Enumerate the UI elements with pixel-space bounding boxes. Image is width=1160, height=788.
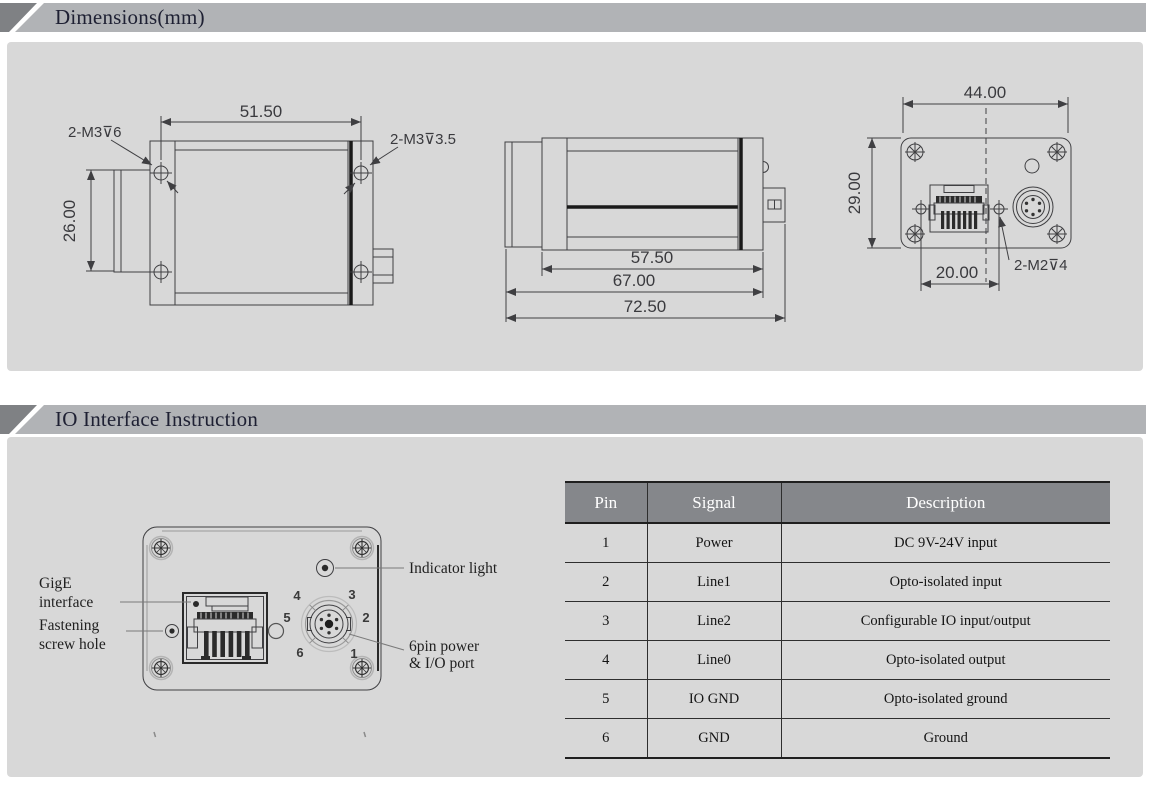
dim-29-00: 29.00 — [845, 137, 901, 249]
description-cell: Opto-isolated output — [781, 640, 1110, 680]
table-header-row: Pin Signal Description — [565, 481, 1110, 524]
front-screw-label: 2-M3⊽6 — [68, 124, 122, 141]
gige-label-line2: interface — [39, 594, 93, 611]
rear-screw-label: 2-M3⊽3.5 — [390, 131, 456, 148]
description-cell: DC 9V-24V input — [781, 523, 1110, 563]
sixpin-label-line1: 6pin power — [409, 638, 480, 655]
signal-cell: Line2 — [647, 601, 782, 641]
dim-total-length-text: 72.50 — [624, 297, 667, 316]
dim-hole-offset-text: 20.00 — [936, 263, 979, 282]
dim-51-50: 51.50 — [160, 102, 362, 160]
dimensions-panel: 51.50 26.00 2-M3⊽6 2-M3⊽3.5 — [7, 42, 1143, 371]
stray-mark — [363, 731, 367, 738]
callout-m2-screws: 2-M2⊽4 — [998, 216, 1068, 274]
pin-number-labels: 4 3 5 2 6 1 — [283, 587, 369, 661]
power-connector-icon — [1012, 186, 1054, 228]
dim-rear-height-text: 29.00 — [845, 172, 864, 215]
sixpin-label-line2: & I/O port — [409, 655, 475, 672]
fastening-label-line1: Fastening — [39, 617, 100, 634]
signal-cell: IO GND — [647, 679, 782, 719]
pin-number-2: 2 — [362, 610, 369, 625]
pin-definition-table: Pin Signal Description 1 Power DC 9V-24V… — [565, 481, 1110, 759]
camera-side-view: 51.50 26.00 2-M3⊽6 2-M3⊽3.5 — [60, 102, 456, 306]
dim-72-50: 72.50 — [506, 224, 786, 322]
signal-cell: GND — [647, 718, 782, 759]
camera-top-view: 57.50 67.00 72.50 — [504, 137, 786, 322]
ethernet-port — [928, 184, 990, 233]
col-header-pin: Pin — [565, 481, 648, 524]
dim-44-00: 44.00 — [902, 83, 1069, 133]
col-header-signal: Signal — [647, 481, 782, 524]
indicator-light-icon — [316, 559, 334, 577]
dim-rear-width-text: 44.00 — [964, 83, 1007, 102]
description-cell: Ground — [781, 718, 1110, 759]
description-cell: Opto-isolated input — [781, 562, 1110, 602]
signal-cell: Power — [647, 523, 782, 563]
m2-screw-label: 2-M2⊽4 — [1014, 257, 1068, 274]
camera-rear-view: 44.00 29.00 20.00 2-M2⊽4 — [845, 83, 1072, 291]
dim-57-50: 57.50 — [541, 248, 764, 298]
table-row: 1 Power DC 9V-24V input — [565, 523, 1110, 563]
io-section-title: IO Interface Instruction — [55, 407, 259, 431]
callout-rear-screws: 2-M3⊽3.5 — [343, 131, 456, 195]
description-cell: Configurable IO input/output — [781, 601, 1110, 641]
screw-hole-icon — [267, 622, 285, 640]
pin-number-6: 6 — [296, 645, 303, 660]
fastening-hole-icon — [989, 199, 1009, 219]
dimensions-section-header: Dimensions(mm) — [0, 3, 1146, 32]
indicator-light-icon — [1024, 158, 1040, 174]
fastening-label-line2: screw hole — [39, 636, 106, 653]
dim-mid-length-text: 67.00 — [613, 271, 656, 290]
pin-cell: 5 — [565, 679, 648, 719]
dim-body-length-text: 57.50 — [631, 248, 674, 267]
thumb-screw-bump — [762, 161, 769, 173]
side-connector — [762, 187, 786, 223]
gige-ethernet-port — [182, 592, 268, 664]
dim-body-width-text: 51.50 — [240, 102, 283, 121]
pin-cell: 4 — [565, 640, 648, 680]
table-row: 4 Line0 Opto-isolated output — [565, 640, 1110, 680]
pin-cell: 6 — [565, 718, 648, 759]
gige-label-line1: GigE — [39, 575, 72, 592]
header-bar-background — [15, 405, 1146, 434]
sixpin-connector-icon — [300, 595, 358, 653]
table-row: 2 Line1 Opto-isolated input — [565, 562, 1110, 602]
pin-cell: 2 — [565, 562, 648, 602]
callout-front-screws: 2-M3⊽6 — [68, 124, 179, 194]
sixpin-leader-line — [348, 633, 405, 651]
pin-number-1: 1 — [350, 646, 357, 661]
io-section-header: IO Interface Instruction — [0, 405, 1146, 434]
fastening-hole-icon — [911, 199, 931, 219]
pin-number-4: 4 — [293, 588, 301, 603]
io-diagram-labels: GigE interface Fastening screw hole Indi… — [39, 560, 498, 672]
dimensions-section-title: Dimensions(mm) — [55, 5, 205, 29]
indicator-label: Indicator light — [409, 560, 498, 577]
dimension-drawings: 51.50 26.00 2-M3⊽6 2-M3⊽3.5 — [60, 83, 1072, 322]
rear-panel-body — [142, 526, 382, 691]
pin-cell: 3 — [565, 601, 648, 641]
dim-20-00: 20.00 — [920, 216, 1000, 291]
dim-67-00: 67.00 — [505, 249, 763, 322]
mount-screw-icon — [149, 161, 373, 284]
col-header-description: Description — [781, 481, 1110, 524]
pin-number-5: 5 — [283, 610, 290, 625]
signal-cell: Line0 — [647, 640, 782, 680]
pin-number-3: 3 — [348, 587, 355, 602]
table-row: 5 IO GND Opto-isolated ground — [565, 679, 1110, 719]
table-row: 3 Line2 Configurable IO input/output — [565, 601, 1110, 641]
table-row: 6 GND Ground — [565, 718, 1110, 759]
stray-mark — [153, 731, 157, 738]
dim-26-00: 26.00 — [60, 169, 114, 272]
pin-cell: 1 — [565, 523, 648, 563]
dim-lens-height-text: 26.00 — [60, 200, 79, 243]
fastening-screw-hole-icon — [165, 624, 179, 638]
io-rear-panel-diagram: 4 3 5 2 6 1 GigE interface Fastening scr… — [39, 526, 498, 738]
header-bar-background — [15, 3, 1146, 32]
description-cell: Opto-isolated ground — [781, 679, 1110, 719]
signal-cell: Line1 — [647, 562, 782, 602]
